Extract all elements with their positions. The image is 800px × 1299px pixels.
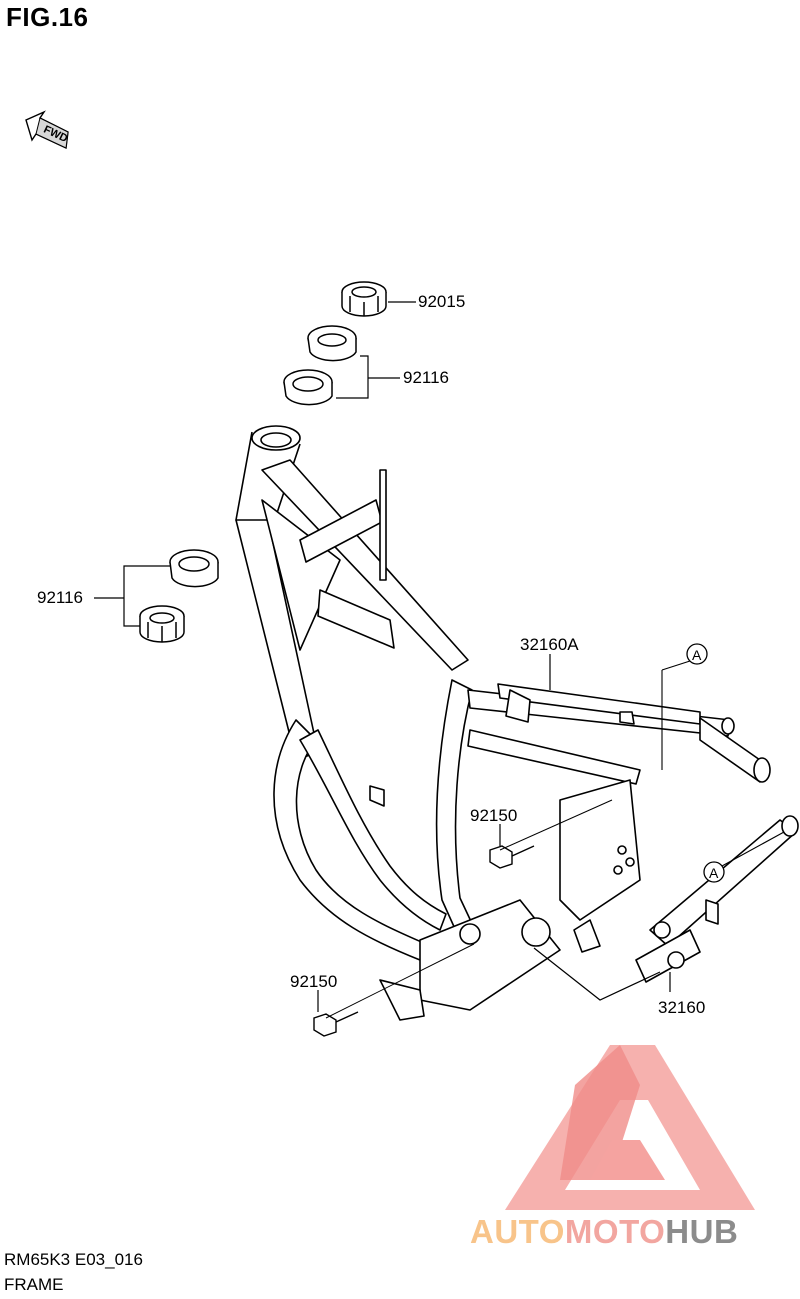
main-frame-part — [235, 425, 771, 1021]
lower-bolt-part — [313, 1011, 359, 1037]
figure-title: FIG.16 — [6, 2, 89, 32]
model-code: RM65K3 E03_016 — [4, 1250, 143, 1269]
callout-92116-upper: 92116 — [403, 368, 450, 387]
watermark-part-hub: HUB — [665, 1213, 739, 1250]
ref-a-upper-label: A — [692, 647, 702, 663]
fwd-arrow-icon: FWD — [25, 110, 69, 150]
callout-92116-lower: 92116 — [37, 588, 84, 607]
watermark-part-auto: AUTO — [470, 1213, 565, 1250]
watermark-part-moto: MOTO — [564, 1213, 666, 1250]
ref-a-lower-label: A — [709, 865, 719, 881]
upper-bolt-part — [489, 845, 535, 869]
section-name: FRAME — [4, 1275, 64, 1294]
upper-race-parts — [283, 325, 357, 406]
steering-nut-part — [341, 281, 387, 317]
ref-a-upper-icon — [661, 643, 708, 770]
watermark-logo-icon — [505, 1045, 755, 1210]
callout-32160a: 32160A — [520, 635, 579, 654]
lower-race-parts — [139, 549, 219, 643]
callout-32160: 32160 — [658, 998, 706, 1017]
support-bracket-part — [635, 815, 799, 983]
callout-92150-lower: 92150 — [290, 972, 338, 991]
watermark-text: AUTOMOTOHUB — [470, 1213, 738, 1251]
callout-92150-upper: 92150 — [470, 806, 518, 825]
ref-a-lower-icon — [703, 831, 785, 883]
callout-92015: 92015 — [418, 292, 466, 311]
